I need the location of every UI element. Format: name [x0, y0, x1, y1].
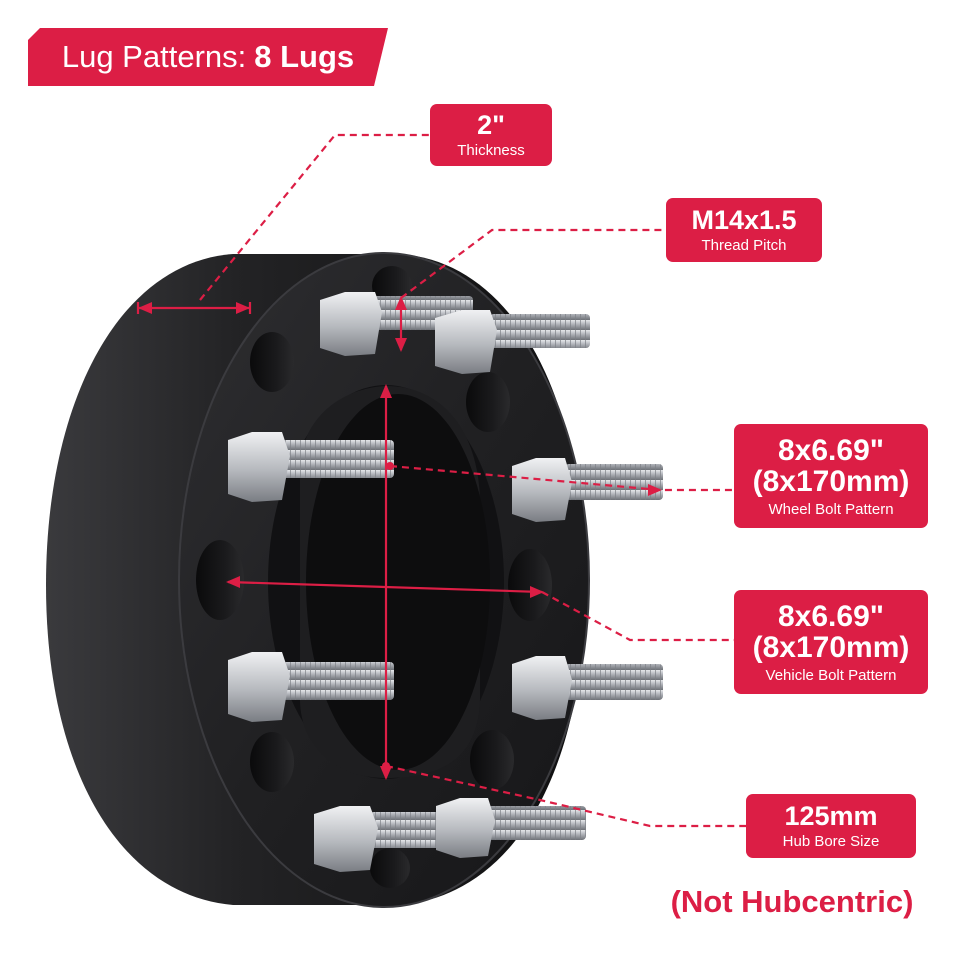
vehicle-bolt-pattern-callout: 8x6.69" (8x170mm) Vehicle Bolt Pattern [734, 590, 928, 694]
wheel-pattern-value: 8x6.69" [778, 433, 884, 467]
banner-prefix: Lug Patterns: [61, 39, 247, 74]
hub-bore-leader [385, 764, 746, 828]
bolt-hole [250, 732, 294, 792]
bolt-hole [250, 332, 294, 392]
bolt-hole [370, 848, 410, 888]
wheel-pattern-label: Wheel Bolt Pattern [768, 500, 894, 518]
bolt-holes [196, 266, 552, 888]
bolt-hole [196, 540, 244, 620]
stud [512, 656, 663, 720]
not-hubcentric-note: (Not Hubcentric) [670, 884, 914, 919]
lug-pattern-banner: Lug Patterns: 8 Lugs [28, 28, 388, 86]
bolt-hole [466, 372, 510, 432]
hub-bore-label: Hub Bore Size [782, 833, 880, 851]
wheel-pattern-metric: (8x170mm) [752, 465, 910, 499]
thread-pitch-callout: M14x1.5 Thread Pitch [666, 198, 822, 262]
vehicle-pattern-dimension [227, 580, 543, 594]
wheel-bolt-pattern-callout: 8x6.69" (8x170mm) Wheel Bolt Pattern [734, 424, 928, 528]
vehicle-pattern-value: 8x6.69" [778, 599, 884, 633]
thickness-label: Thickness [457, 142, 525, 160]
hub-bore-callout: 125mm Hub Bore Size [746, 794, 916, 858]
stud [436, 798, 586, 858]
stud [228, 432, 394, 502]
stud [512, 458, 663, 522]
vehicle-pattern-metric: (8x170mm) [752, 631, 910, 665]
banner-lug-count: 8 Lugs [254, 39, 355, 74]
thread-pitch-value: M14x1.5 [691, 204, 797, 235]
thickness-leader [199, 133, 430, 301]
vehicle-pattern-label: Vehicle Bolt Pattern [765, 666, 897, 684]
thickness-value: 2" [477, 109, 505, 140]
dimension-lines [136, 133, 746, 828]
bolt-hole [508, 549, 552, 621]
vehicle-pattern-leader [541, 591, 734, 642]
thread-leader [400, 228, 666, 299]
bolt-hole [470, 730, 514, 790]
dimension-arrows [138, 296, 662, 780]
stud [435, 310, 590, 374]
thread-pitch-label: Thread Pitch [701, 237, 787, 255]
wheel-pattern-leader [389, 464, 734, 492]
thickness-callout: 2" Thickness [430, 104, 552, 166]
hub-bore-value: 125mm [784, 800, 878, 831]
stud [228, 652, 394, 722]
